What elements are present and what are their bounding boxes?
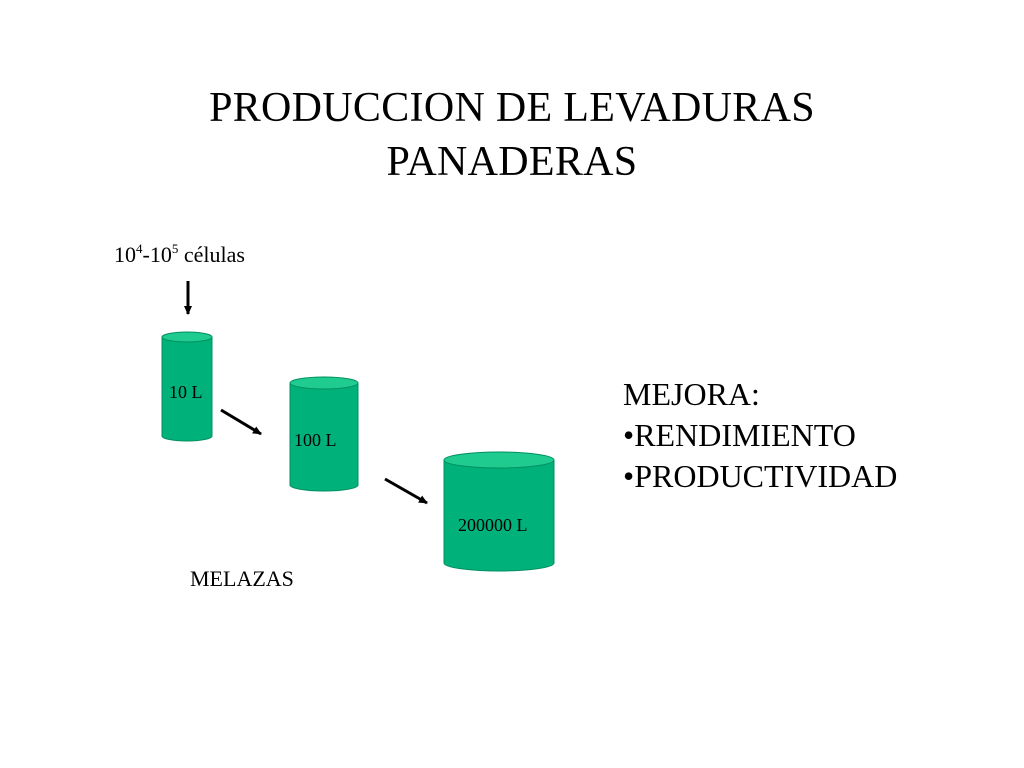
slide-title-line-1: PRODUCCION DE LEVADURAS	[209, 85, 815, 131]
inoculum-exponent-b: 5	[171, 240, 179, 256]
improvement-heading: MEJORA:	[623, 376, 760, 412]
tank-200000l: 200000 L	[443, 451, 555, 572]
inoculum-suffix: células	[178, 242, 245, 267]
transfer-arrow-2	[384, 477, 428, 505]
improvement-item-productivity: •PRODUCTIVIDAD	[623, 458, 898, 494]
tank-100l: 100 L	[289, 376, 359, 492]
inoculum-base: 10	[114, 242, 136, 267]
inoculum-exponent-a: 4	[136, 240, 143, 256]
inoculum-dash: -10	[142, 242, 172, 267]
substrate-label: MELAZAS	[190, 566, 294, 591]
tank-100l-label: 100 L	[294, 430, 337, 450]
inoculum-label: 104-105 células	[114, 241, 245, 269]
improvement-block: MEJORA: •RENDIMIENTO •PRODUCTIVIDAD	[623, 374, 897, 497]
tank-10l-label: 10 L	[169, 382, 203, 402]
tank-10l: 10 L	[161, 331, 213, 442]
improvement-item-yield: •RENDIMIENTO	[623, 417, 856, 453]
transfer-arrow-1	[220, 408, 262, 436]
slide-title-line-2: PANADERAS	[386, 139, 638, 185]
tank-200000l-label: 200000 L	[458, 515, 528, 535]
